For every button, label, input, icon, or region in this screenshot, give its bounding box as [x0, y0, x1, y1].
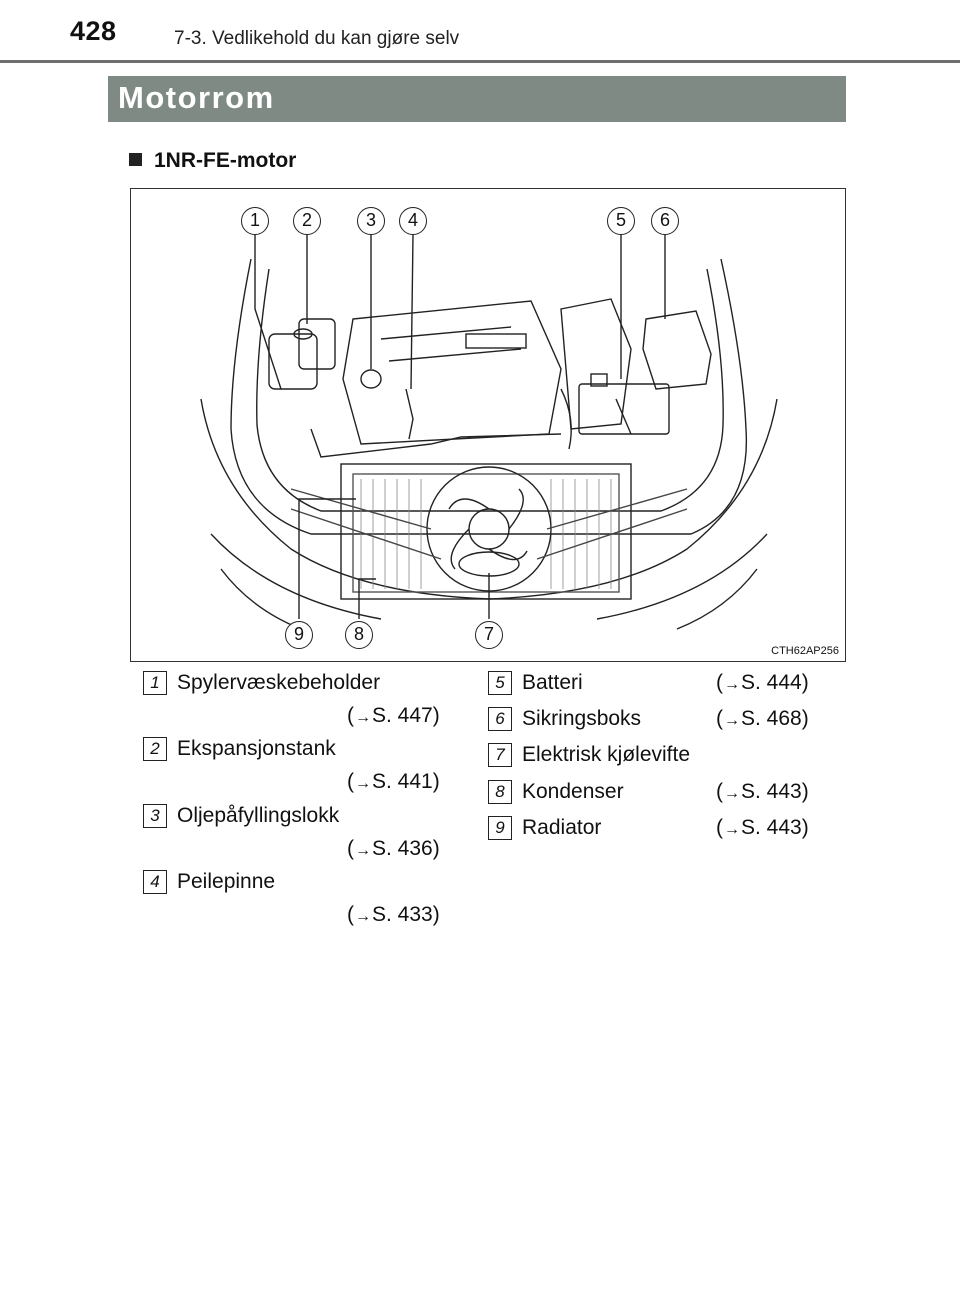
legend-number-1: 1 — [143, 671, 167, 695]
legend-number-7: 7 — [488, 743, 512, 767]
legend-ref-5: (→S. 444) — [716, 671, 809, 694]
square-bullet-icon — [129, 153, 142, 166]
callout-1: 1 — [241, 207, 269, 235]
callout-5: 5 — [607, 207, 635, 235]
legend-number-9: 9 — [488, 816, 512, 840]
arrow-right-icon: → — [724, 676, 740, 693]
page-number: 428 — [70, 16, 117, 46]
legend-ref-2: (→S. 441) — [347, 770, 440, 793]
legend-ref-8: (→S. 443) — [716, 780, 809, 803]
arrow-right-icon: → — [724, 712, 740, 729]
arrow-right-icon: → — [355, 908, 371, 925]
legend-number-2: 2 — [143, 737, 167, 761]
figure-code: CTH62AP256 — [771, 645, 839, 657]
subsection-title: 1NR-FE-motor — [154, 149, 297, 172]
legend-label-2: Ekspansjonstank — [177, 737, 336, 760]
engine-illustration — [200, 234, 778, 630]
callout-7: 7 — [475, 621, 503, 649]
legend-number-6: 6 — [488, 707, 512, 731]
legend-label-6: Sikringsboks — [522, 707, 642, 730]
legend-number-5: 5 — [488, 671, 512, 695]
legend-label-4: Peilepinne — [177, 870, 276, 893]
callout-6: 6 — [651, 207, 679, 235]
callout-2: 2 — [293, 207, 321, 235]
legend-ref-4: (→S. 433) — [347, 903, 440, 926]
legend-label-5: Batteri — [522, 671, 583, 694]
legend-number-3: 3 — [143, 804, 167, 828]
arrow-right-icon: → — [724, 785, 740, 802]
legend-label-3: Oljepåfyllingslokk — [177, 804, 340, 827]
callout-9: 9 — [285, 621, 313, 649]
arrow-right-icon: → — [355, 775, 371, 792]
callout-3: 3 — [357, 207, 385, 235]
legend-ref-9: (→S. 443) — [716, 816, 809, 839]
legend-number-8: 8 — [488, 780, 512, 804]
legend-ref-3: (→S. 436) — [347, 837, 440, 860]
section-title: Motorrom — [118, 80, 275, 115]
subsection-heading: 1NR-FE-motor — [129, 149, 296, 173]
section-title-band: Motorrom — [108, 76, 846, 122]
arrow-right-icon: → — [724, 821, 740, 838]
legend-label-1: Spylervæskebeholder — [177, 671, 381, 694]
legend-ref-1: (→S. 447) — [347, 704, 440, 727]
header-divider — [0, 60, 960, 63]
legend-ref-6: (→S. 468) — [716, 707, 809, 730]
legend-label-8: Kondenser — [522, 780, 624, 803]
callout-4: 4 — [399, 207, 427, 235]
arrow-right-icon: → — [355, 842, 371, 859]
legend-label-7: Elektrisk kjølevifte — [522, 743, 691, 766]
arrow-right-icon: → — [355, 709, 371, 726]
callout-8: 8 — [345, 621, 373, 649]
legend-number-4: 4 — [143, 870, 167, 894]
chapter-heading: 7-3. Vedlikehold du kan gjøre selv — [174, 28, 460, 49]
engine-compartment-figure: 1 2 3 4 5 6 7 8 9 CTH62AP256 — [130, 188, 846, 662]
legend-label-9: Radiator — [522, 816, 602, 839]
